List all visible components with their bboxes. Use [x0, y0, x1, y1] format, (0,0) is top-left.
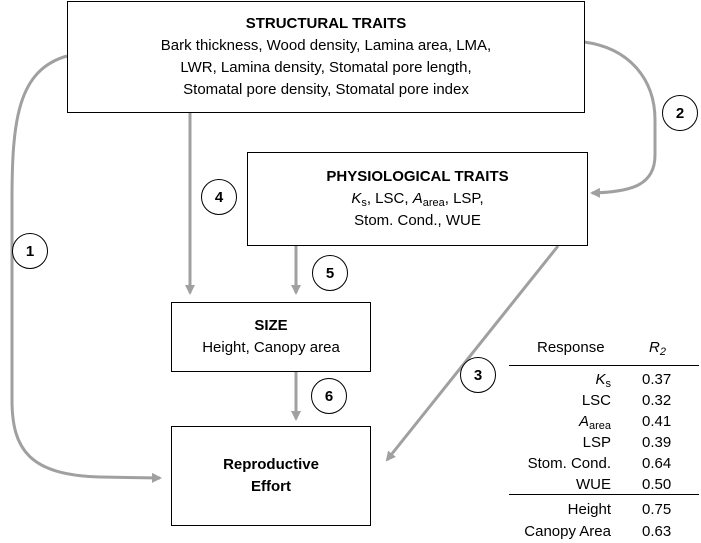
- r2-table-header: Response R2: [509, 339, 699, 359]
- r2-table-row: Height 0.75: [509, 501, 699, 521]
- r2-table-response-subscript: s: [605, 378, 612, 390]
- arrow-path-3: [385, 245, 560, 462]
- arrow-path-1: [10, 54, 162, 483]
- ks-symbol: K: [351, 190, 362, 207]
- physiological-traits-line-2: Stom. Cond., WUE: [354, 212, 481, 229]
- r2-table-row: Canopy Area 0.63: [509, 523, 699, 543]
- size-box: SIZE Height, Canopy area: [171, 302, 371, 372]
- r2-table-response: Aarea: [578, 413, 611, 432]
- r2-table-response-label: Canopy Area: [524, 523, 611, 540]
- path-label-2: 2: [662, 95, 698, 131]
- r2-table-header-response: Response: [537, 339, 605, 356]
- physiological-sep-2: , LSP,: [444, 190, 484, 207]
- path-label-5: 5: [312, 255, 348, 291]
- physiological-traits-title: PHYSIOLOGICAL TRAITS: [326, 168, 509, 185]
- r2-table-mid-rule: [509, 494, 699, 495]
- r2-table-response: LSC: [582, 392, 611, 409]
- size-line-1: Height, Canopy area: [202, 339, 340, 356]
- r2-table-response-label: K: [595, 371, 606, 388]
- r2-table-response: WUE: [576, 476, 611, 493]
- size-title: SIZE: [254, 317, 288, 334]
- physiological-traits-line-1: Ks, LSC, Aarea, LSP,: [351, 188, 483, 210]
- r2-table-row: Ks 0.37: [509, 371, 699, 391]
- arrow-path-2: [583, 40, 657, 198]
- r2-table-top-rule: [509, 365, 699, 366]
- structural-traits-line-1: Bark thickness, Wood density, Lamina are…: [160, 37, 492, 54]
- physiological-sep-1: , LSC,: [366, 190, 413, 207]
- r2-table-value: 0.63: [642, 523, 672, 540]
- r2-table-response: LSP: [583, 434, 611, 451]
- r2-table-value: 0.41: [642, 413, 672, 430]
- reproductive-effort-box: Reproductive Effort: [171, 426, 371, 526]
- r2-table-response: Height: [568, 501, 611, 518]
- r2-table-row: LSC 0.32: [509, 392, 699, 412]
- r2-table-response-label: LSP: [582, 434, 611, 451]
- reproductive-effort-line-2: Effort: [251, 478, 291, 495]
- path-label-4: 4: [201, 179, 237, 215]
- physiological-traits-box: PHYSIOLOGICAL TRAITS Ks, LSC, Aarea, LSP…: [247, 152, 588, 246]
- r2-table-response-label: LSC: [581, 392, 611, 409]
- aarea-symbol: A: [412, 190, 423, 207]
- r2-table-value: 0.64: [642, 455, 672, 472]
- r2-header-sub: 2: [659, 346, 666, 358]
- structural-traits-line-2: LWR, Lamina density, Stomatal pore lengt…: [180, 59, 472, 76]
- structural-traits-title: STRUCTURAL TRAITS: [245, 15, 407, 32]
- structural-traits-box: STRUCTURAL TRAITS Bark thickness, Wood d…: [67, 1, 585, 113]
- r2-table-value: 0.39: [642, 434, 672, 451]
- r2-table-row: Stom. Cond. 0.64: [509, 455, 699, 475]
- r2-table-row: LSP 0.39: [509, 434, 699, 454]
- r2-table-response: Canopy Area: [524, 523, 611, 540]
- structural-traits-line-3: Stomatal pore density, Stomatal pore ind…: [183, 81, 469, 98]
- r2-table-row: Aarea 0.41: [509, 413, 699, 433]
- path-label-3: 3: [460, 357, 496, 393]
- r2-table-response-label: A: [578, 413, 589, 430]
- r2-table-response-subscript: area: [588, 420, 611, 432]
- r2-table-response: Stom. Cond.: [528, 455, 611, 472]
- r2-table-header-r2: R2: [649, 339, 666, 358]
- r2-table-value: 0.50: [642, 476, 672, 493]
- r2-table-value: 0.37: [642, 371, 672, 388]
- r2-table-value: 0.32: [642, 392, 672, 409]
- ks-subscript: s: [361, 197, 367, 209]
- r2-table-response-label: Height: [567, 501, 611, 518]
- r2-table-value: 0.75: [642, 501, 672, 518]
- aarea-subscript: area: [422, 197, 445, 209]
- reproductive-effort-line-1: Reproductive: [223, 456, 319, 473]
- path-label-1: 1: [12, 233, 48, 269]
- r2-table-response-label: WUE: [576, 476, 611, 493]
- r2-table-response: Ks: [595, 371, 612, 390]
- r2-table-response-label: Stom. Cond.: [527, 455, 611, 472]
- path-label-6: 6: [311, 378, 347, 414]
- r2-table-row: WUE 0.50: [509, 476, 699, 496]
- r2-header-r: R: [649, 339, 660, 356]
